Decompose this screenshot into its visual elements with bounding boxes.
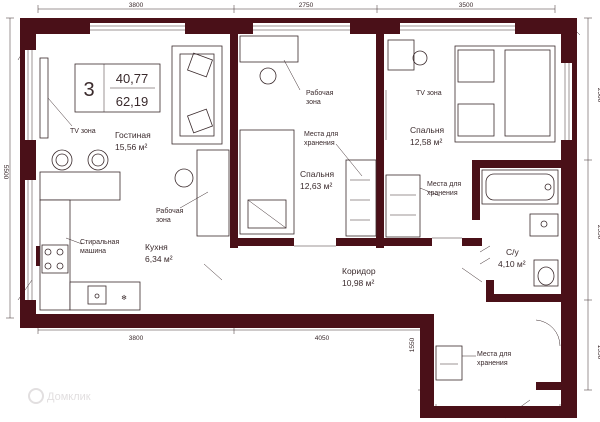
work-zone-label-1b: зона [156,217,171,224]
walls [20,18,577,418]
living-furniture [39,45,230,237]
living-room-area: 15,56 м² [115,142,147,152]
bedroom2-area: 12,58 м² [410,137,442,147]
snowflake-icon: ❄ [121,294,127,302]
dim-bottom-mid: 4050 [315,335,330,342]
watermark-logo-icon [28,388,44,404]
area-living: 40,77 [116,71,149,86]
storage-label-2a: Места для [427,181,461,188]
dim-bottom-left: 3800 [129,335,144,342]
storage-label-1a: Места для [304,131,338,138]
watermark: Домклик [47,391,91,403]
dim-right-top: 2500 [596,88,600,103]
dim-top-right: 3500 [459,2,474,9]
work-zone-label-2a: Рабочая [306,89,334,97]
tv-zone-label-1: TV зона [70,128,96,135]
rooms-count: 3 [83,79,94,101]
windows [27,25,570,300]
storage-label-2b: хранения [427,190,458,197]
bedroom1-area: 12,63 м² [300,181,332,191]
dim-top-mid: 2750 [299,2,314,9]
work-zone-label-2b: зона [306,99,321,106]
dim-right-mid: 2550 [596,225,600,240]
dim-left: 5500 [2,165,9,180]
doors [294,237,483,283]
bathroom-fixtures [479,169,559,287]
living-room-name: Гостиная [115,130,151,140]
bedroom1-furniture [239,35,377,237]
corridor-name: Коридор [342,266,376,276]
washer-label-b: машина [80,248,106,255]
bathroom-name: С/у [506,247,520,257]
storage-label-1b: хранения [304,140,335,147]
bedroom1-name: Спальня [300,169,335,179]
bedroom2-furniture [385,39,556,238]
storage-label-3a: Места для [477,351,511,358]
work-zone-label-1a: Рабочая [156,207,184,215]
bathroom-area: 4,10 м² [498,259,526,269]
kitchen-furniture: ❄ [39,199,223,311]
kitchen-area: 6,34 м² [145,254,173,264]
dim-right-bottom: 1350 [596,345,600,360]
unit-info-box [74,63,161,113]
dim-top-left: 3800 [129,2,144,9]
area-total: 62,19 [116,94,149,109]
storage-label-3b: хранения [477,360,508,367]
dim-bottom-notch: 1550 [409,337,416,352]
corridor-area: 10,98 м² [342,278,374,288]
kitchen-name: Кухня [145,242,168,252]
washer-label-a: Стиральная [80,239,119,246]
storage-lower [435,319,561,381]
tv-zone-label-2: TV зона [416,90,442,97]
bedroom2-name: Спальня [410,125,445,135]
